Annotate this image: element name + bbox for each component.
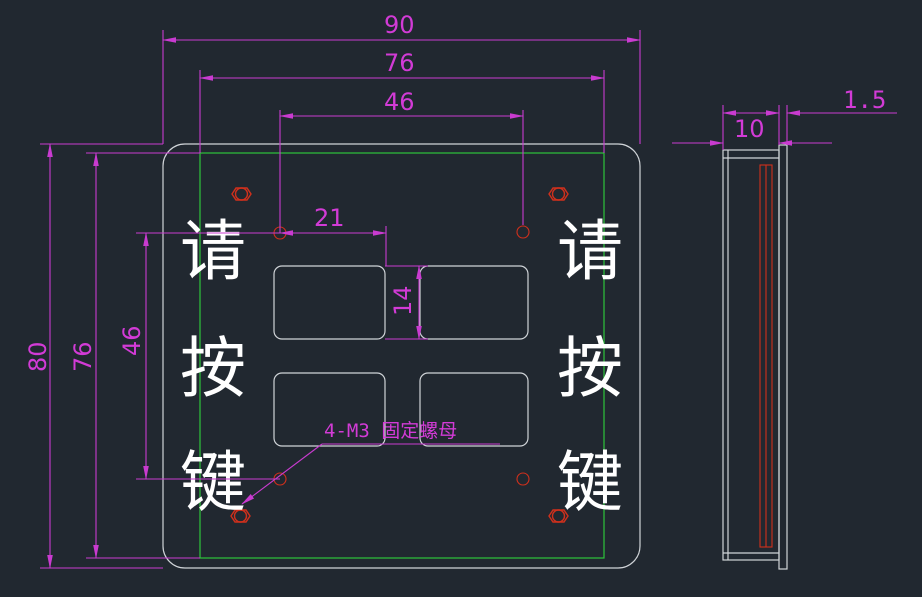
dim-label-76-height: 76 <box>69 341 97 372</box>
dim-label-10: 10 <box>734 115 765 143</box>
dim-label-1-5: 1.5 <box>843 86 886 114</box>
button-window-bottom-right <box>419 372 529 447</box>
front-view: 请 按 键 请 按 键 <box>162 143 641 569</box>
dim-label-46-width: 46 <box>384 88 415 116</box>
button-window-bottom-left <box>273 372 386 447</box>
label-right-char-2: 按 <box>557 330 623 407</box>
side-view <box>722 144 788 570</box>
label-left-char-1: 请 <box>180 213 246 290</box>
callout-nut-label: 4-M3 固定螺母 <box>324 420 457 442</box>
dim-label-21: 21 <box>314 204 345 232</box>
hex-nut-tr <box>548 187 569 201</box>
button-window-top-right <box>419 265 529 340</box>
mount-hole-br <box>516 472 530 486</box>
hex-nut-br <box>548 509 569 523</box>
dim-label-46-height: 46 <box>118 325 146 356</box>
panel-outline <box>162 143 641 569</box>
mount-hole-tr <box>516 225 530 239</box>
dim-label-80: 80 <box>24 341 52 372</box>
label-left-char-2: 按 <box>180 330 246 407</box>
dim-label-14: 14 <box>389 285 417 316</box>
side-dimension-lines <box>672 105 897 150</box>
label-right-char-1: 请 <box>557 213 623 290</box>
hex-nut-bl <box>230 509 251 523</box>
button-window-top-left <box>273 265 386 340</box>
dimension-lines <box>40 30 641 569</box>
label-left-char-3: 键 <box>180 444 246 521</box>
hex-nut-tl <box>231 187 252 201</box>
panel-inner-border <box>199 152 605 559</box>
label-right-char-3: 键 <box>557 444 623 521</box>
dim-label-90: 90 <box>384 11 415 39</box>
dim-label-76-width: 76 <box>384 49 415 77</box>
